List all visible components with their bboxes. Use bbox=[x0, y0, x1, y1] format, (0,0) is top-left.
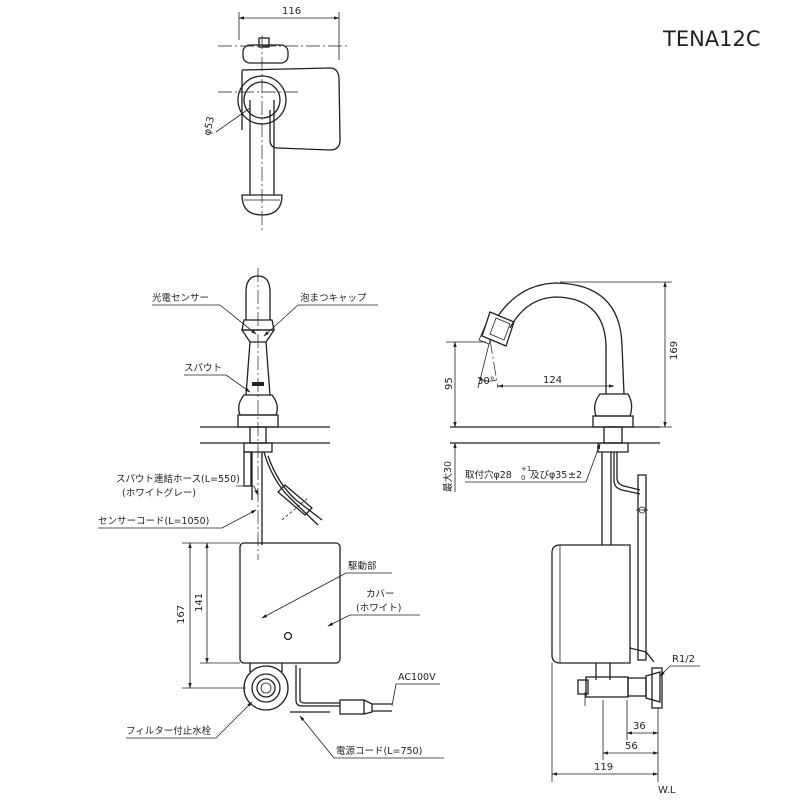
dim-56: 56 bbox=[625, 741, 638, 752]
dim-spout-reach: 124 bbox=[543, 375, 562, 386]
label-sensor-cord: センサーコード(L=1050) bbox=[98, 516, 209, 527]
label-cover: カバー bbox=[366, 589, 395, 600]
label-water-line: W.L bbox=[658, 785, 676, 796]
dim-36: 36 bbox=[633, 721, 646, 732]
label-power-cord: 電源コード(L=750) bbox=[336, 746, 422, 757]
label-ac-power: AC100V bbox=[398, 672, 436, 683]
label-cover-color: (ホワイト) bbox=[356, 603, 401, 614]
dim-spray-angle: 30° bbox=[477, 376, 495, 387]
label-drive-unit: 駆動部 bbox=[348, 560, 377, 572]
label-spout: スパウト bbox=[184, 363, 222, 374]
dim-thread: R1/2 bbox=[672, 654, 695, 665]
dim-top-diameter: φ53 bbox=[202, 115, 217, 136]
dim-total-height: 169 bbox=[669, 341, 680, 360]
front-view: 167 141 光電センサー 泡まつキャップ スパウト スパウト連結ホース(L=… bbox=[98, 268, 444, 759]
label-mount-hole-alt: 及びφ35 bbox=[530, 470, 567, 481]
label-spout-hose: スパウト連結ホース(L=550) bbox=[116, 473, 240, 485]
label-filter-valve: フィルター付止水栓 bbox=[126, 725, 212, 737]
label-spout-hose-color: (ホワイトグレー) bbox=[122, 487, 196, 499]
dim-front-outer: 167 bbox=[176, 605, 187, 624]
top-view: 116 φ53 bbox=[202, 6, 350, 230]
label-photo-sensor: 光電センサー bbox=[152, 292, 209, 304]
model-number: TENA12C bbox=[662, 27, 761, 51]
label-aerator-cap: 泡まつキャップ bbox=[300, 292, 367, 304]
dim-119: 119 bbox=[594, 762, 613, 773]
dim-spout-height: 95 bbox=[444, 377, 455, 390]
label-mount-hole-alt-tol: ±2 bbox=[568, 470, 582, 481]
drive-unit-box bbox=[239, 542, 341, 664]
dim-top-width: 116 bbox=[282, 6, 301, 17]
side-view: 30° 169 95 bbox=[442, 281, 700, 796]
label-mount-hole-tol-lower: 0 bbox=[521, 474, 525, 482]
label-mount-hole-tol: +1 bbox=[521, 465, 531, 473]
label-mount-hole: 取付穴φ28 bbox=[465, 469, 512, 481]
dim-max-thickness: 最大30 bbox=[442, 461, 454, 492]
dim-front-inner: 141 bbox=[194, 593, 205, 612]
